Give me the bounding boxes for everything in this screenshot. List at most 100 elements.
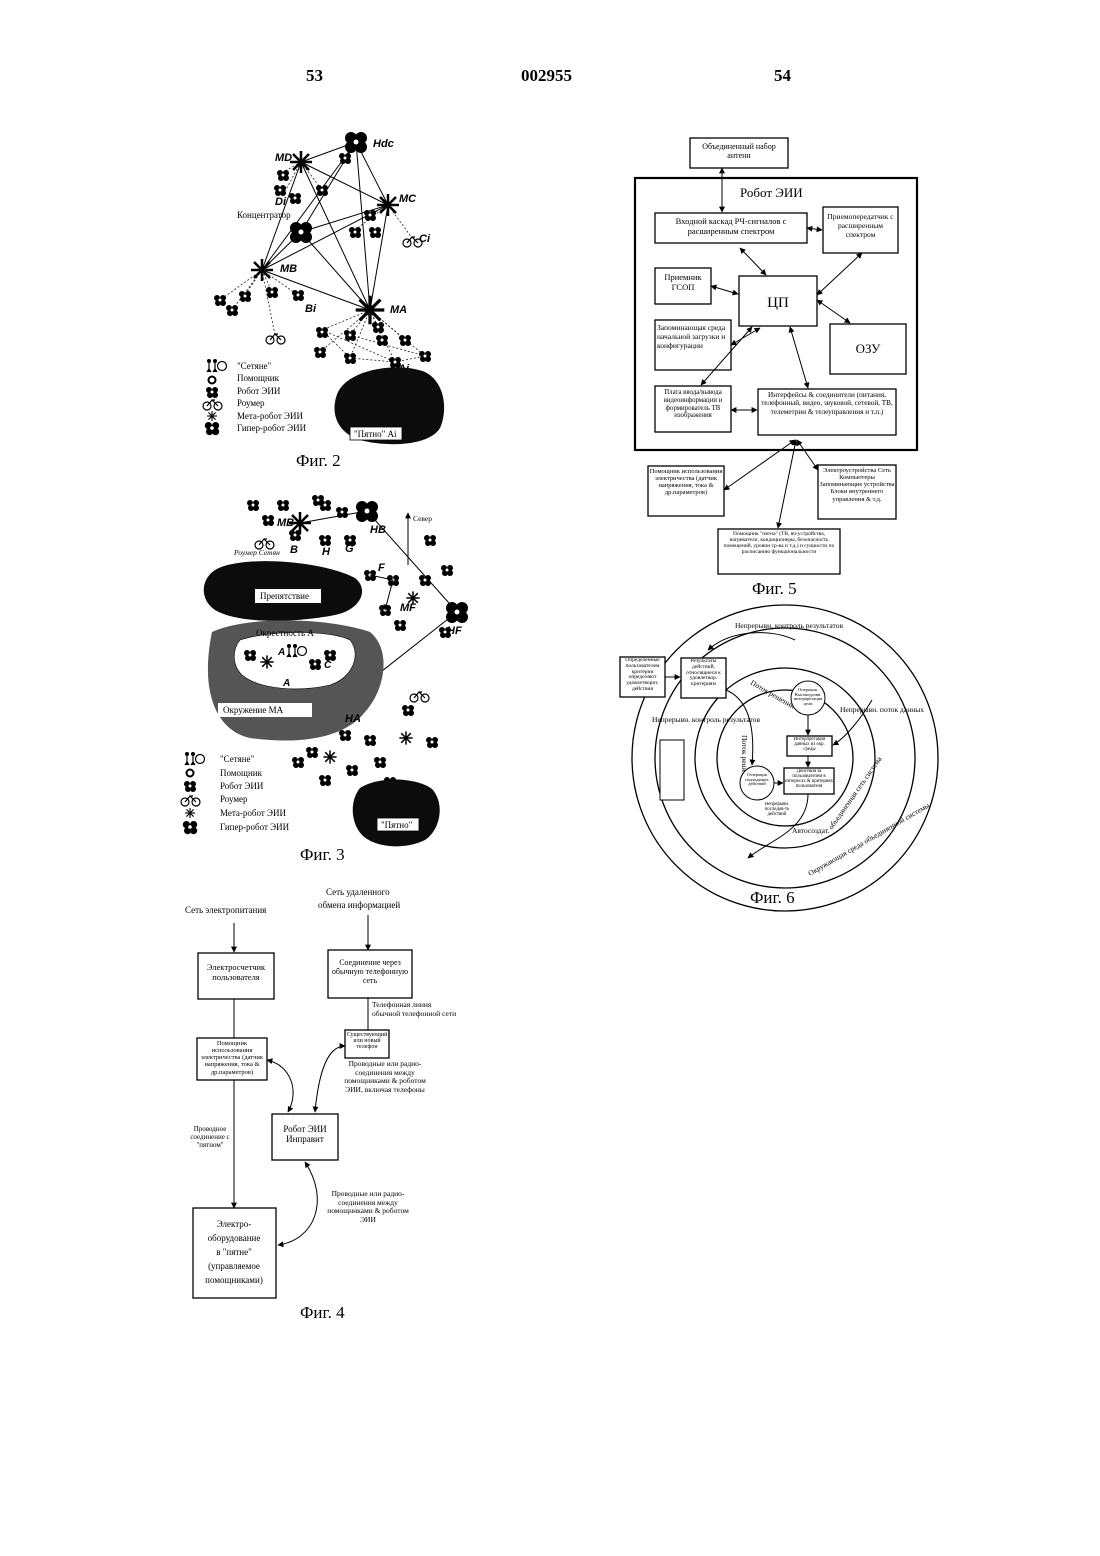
fig3-label-ha: HA: [345, 713, 361, 725]
equipment-line-3: в "пятне": [216, 1247, 252, 1257]
fig2-links: [262, 142, 388, 310]
wired-spot-text: Проводное соединение с "пятном": [185, 1125, 235, 1149]
roamer-icon: [266, 334, 285, 344]
hyper-robot-icon: [290, 222, 312, 243]
svg-text:Помощник: Помощник: [220, 768, 263, 778]
remote-net-label-2: обмена информацией: [318, 900, 400, 910]
fig2-label-di: Di: [275, 196, 287, 208]
fig5-caption: Фиг. 5: [752, 579, 797, 598]
cpu-text: ЦП: [767, 295, 789, 311]
figure-4: Сеть электропитания Сеть удаленного обме…: [185, 887, 456, 1322]
fig3-label-mb: MB: [277, 517, 294, 529]
robot-frame-title: Робот ЭИИ: [740, 185, 803, 200]
fig3-label-f: F: [378, 562, 385, 574]
rf-cascade-text: Входной каскад РЧ-сигналов с расширенным…: [657, 216, 805, 236]
fig6-caption: Фиг. 6: [750, 888, 795, 907]
transceiver-text: Приемопередатчик с расширенным спектром: [825, 212, 896, 239]
svg-text:Роумер: Роумер: [237, 398, 265, 408]
vicinity-label: Окрестность А: [256, 628, 314, 638]
fig2-label-mb: MB: [280, 263, 297, 275]
meter-text: Электросчетчик пользователя: [200, 962, 272, 982]
assistant-text: Помощник использования электричества (да…: [198, 1040, 266, 1076]
fig2-label-mc: MC: [399, 193, 417, 205]
fig2-label-md: MD: [275, 152, 292, 164]
fig2-label-hdc: Hdc: [373, 138, 394, 150]
equipment-line-4: (управляемое: [208, 1261, 260, 1271]
interfaces-text: Интерфейсы & соединители (питания, телеф…: [760, 391, 894, 416]
fig2-label-ma: MA: [390, 304, 407, 316]
fig3-label-hb: HB: [370, 524, 386, 536]
fig2-legend: "Сетяне" Помощник Робот ЭИИ Роумер Мета-…: [203, 359, 307, 435]
cont-results-left-label: Непрерывн. контроль результатов: [652, 715, 760, 724]
figure-6: Определенные пользователем критерии опре…: [620, 605, 938, 911]
equipment-line-5: помощниками): [205, 1275, 263, 1285]
meta-robot-icon: [260, 655, 273, 668]
equipment-line-1: Электро-: [217, 1219, 252, 1229]
criteria-text: Определенные пользователем критерии опре…: [621, 658, 664, 693]
wired-radio-text-2: Проводные или радио-соединения между пом…: [325, 1190, 411, 1225]
svg-text:Гипер-робот ЭИИ: Гипер-робот ЭИИ: [237, 423, 307, 433]
fig3-caption: Фиг. 3: [300, 845, 345, 864]
gen-actions-text: Генерация подходящих действий: [742, 773, 772, 787]
meta-robot-icon: [251, 259, 273, 281]
united-net-label: объединенная сеть система: [826, 754, 884, 831]
interp-text: Интерпретация данных из окр. среды: [788, 737, 831, 752]
figure-2: Hdc MD MC Di Ci MB Bi MA Ai Концентратор…: [203, 132, 444, 470]
auto-label: Автосоздат.: [792, 826, 829, 835]
phone-line-label-2: обычной телефонной сети: [372, 1009, 456, 1018]
fig3-label-g: G: [345, 543, 354, 555]
phone-text: Существующий или новый телефон: [346, 1032, 388, 1050]
fig3-legend: "Сетяне" Помощник Робот ЭИИ Роумер Мета-…: [181, 752, 290, 834]
meta-robot-icon: [356, 296, 385, 325]
fig2-caption: Фиг. 2: [296, 451, 341, 470]
svg-text:Мета-робот ЭИИ: Мета-робот ЭИИ: [237, 411, 303, 421]
svg-text:Помощник: Помощник: [237, 373, 280, 383]
meta-robot-icon: [377, 194, 399, 216]
fig3-label-h: H: [322, 546, 331, 558]
phone-connection-text: Соединение через обычную телефонную сеть: [330, 958, 410, 985]
robot-text: Робот ЭИИ Инправит: [274, 1124, 336, 1144]
meta-robot-icon: [323, 750, 336, 763]
svg-text:Робот ЭИИ: Робот ЭИИ: [220, 781, 264, 791]
hyper-robot-icon: [356, 501, 378, 522]
hyper-robot-icon: [446, 602, 468, 623]
helper-elec-text: Помощник использования электричества (да…: [649, 468, 723, 497]
fig3-label-b: B: [290, 544, 298, 556]
fig3-label-mf: MF: [400, 602, 416, 614]
fig2-robots: [214, 153, 431, 368]
operation-text: Операция. Высокоуровн. интерпретация цел…: [793, 688, 823, 707]
fig3-label-a: A: [282, 678, 290, 689]
svg-text:"Сетяне": "Сетяне": [237, 361, 272, 371]
svg-text:"Сетяне": "Сетяне": [220, 754, 255, 764]
fig2-label-ci: Ci: [419, 233, 431, 245]
spot-blob: [353, 780, 440, 847]
phone-line-label-1: Телефонная линия: [372, 1000, 432, 1009]
cont-results-top-label: Непрерывн. контроль результатов: [735, 621, 843, 630]
helper-spot-text: Помощник "пятна" (ТВ, вч-устройства, наг…: [719, 531, 839, 555]
svg-text:Роумер: Роумер: [220, 794, 248, 804]
spot-label: "Пятно": [381, 820, 413, 830]
meta-robot-icon: [399, 731, 412, 744]
fig4-caption: Фиг. 4: [300, 1303, 345, 1322]
svg-text:Гипер-робот ЭИИ: Гипер-робот ЭИИ: [220, 822, 290, 832]
actions-text: Действия за пользователем в интересах & …: [785, 769, 833, 789]
antenna-text: Объединенный набор антенн: [692, 142, 786, 160]
meta-robot-icon: [290, 151, 312, 173]
equipment-line-2: оборудование: [208, 1233, 261, 1243]
hyper-robot-icon: [345, 132, 367, 153]
spot-label: "Пятно" Ai: [354, 429, 397, 439]
figure-5: Объединенный набор антенн Робот ЭИИ Вход…: [635, 138, 917, 598]
figure-3: Север Роумер Сетян Препятствие Окрестнос…: [181, 495, 468, 864]
fig2-label-bi: Bi: [305, 303, 317, 315]
remote-net-label-1: Сеть удаленного: [326, 887, 390, 897]
fig3-label-c: C: [324, 660, 332, 671]
gps-text: Приемник ГСОП: [657, 272, 709, 292]
decisions-label: Поток решений: [749, 678, 797, 711]
environment-label: Окружение МА: [223, 705, 284, 715]
north-label: Север: [413, 514, 432, 523]
wired-radio-text-1: Проводные или радио-соединения между пом…: [340, 1060, 430, 1095]
cont-data-label: Непрерывн. поток данных: [840, 705, 924, 714]
svg-text:Робот ЭИИ: Робот ЭИИ: [237, 386, 281, 396]
fig3-label-hf: HF: [447, 625, 462, 637]
